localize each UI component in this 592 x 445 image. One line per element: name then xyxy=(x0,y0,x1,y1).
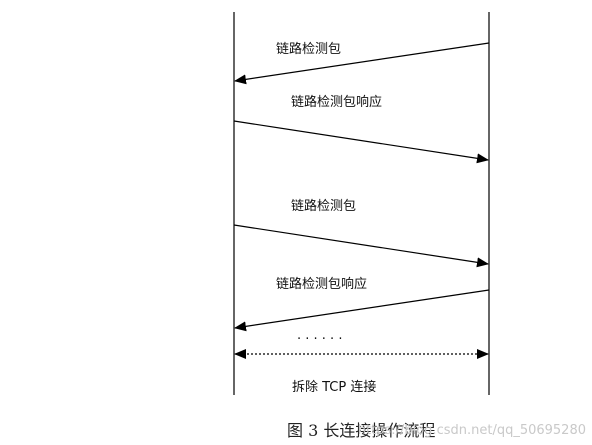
teardown-label: 拆除 TCP 连接 xyxy=(292,379,376,395)
message-arrow-link-probe-1 xyxy=(234,42,490,85)
continuation-dots: · · · · · · xyxy=(297,332,342,347)
message-arrow-link-probe-2 xyxy=(233,224,489,268)
watermark: https://blog.csdn.net/qq_50695280 xyxy=(358,423,586,438)
message-arrow-link-probe-response-2 xyxy=(234,289,490,332)
message-arrow-link-probe-response-1 xyxy=(233,120,489,164)
message-label-link-probe-1: 链路检测包 xyxy=(276,41,341,57)
figure-caption: 图 3 长连接操作流程 xyxy=(287,421,435,440)
message-label-link-probe-2: 链路检测包 xyxy=(291,198,356,214)
message-label-link-probe-response-2: 链路检测包响应 xyxy=(276,276,367,292)
message-label-link-probe-response-1: 链路检测包响应 xyxy=(291,94,382,110)
